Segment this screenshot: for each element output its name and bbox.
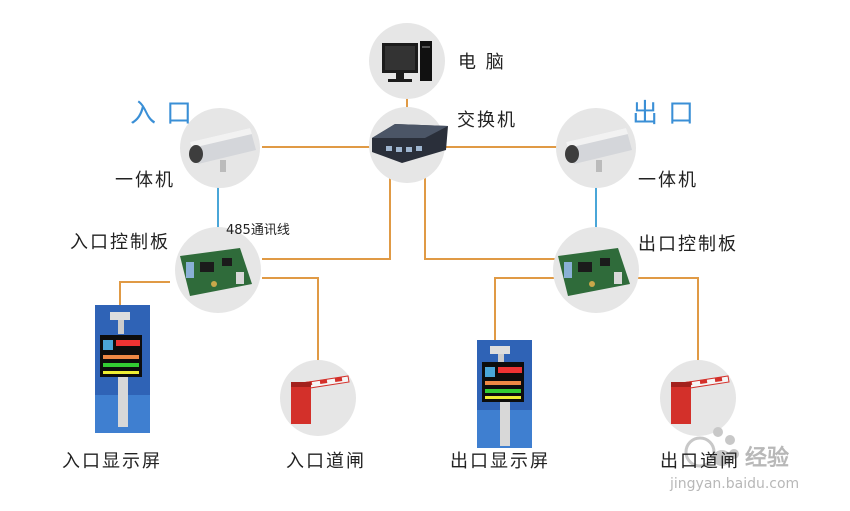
entrance-display-label: 入口显示屏 xyxy=(62,451,162,472)
rs485-label: 485通讯线 xyxy=(226,223,290,238)
camera-left-label: 一体机 xyxy=(115,170,175,191)
camera-right-label: 一体机 xyxy=(638,170,698,191)
entrance-gate-label: 入口道闸 xyxy=(286,451,366,472)
network-switch-icon xyxy=(369,107,448,183)
entrance-board-label: 入口控制板 xyxy=(70,232,170,253)
entrance-title: 入口 xyxy=(130,99,203,129)
control-board-icon xyxy=(553,227,639,313)
cable-exit-board-display xyxy=(494,277,555,345)
computer-label: 电 脑 xyxy=(458,52,506,73)
exit-board-label: 出口控制板 xyxy=(638,234,738,255)
cable-switch-entrance-board xyxy=(262,170,391,260)
control-board-icon xyxy=(175,227,261,313)
watermark-brand: 经验 xyxy=(745,446,790,471)
watermark-url: jingyan.baidu.com xyxy=(670,476,800,492)
cable-entrance-board-display xyxy=(119,281,170,312)
exit-title: 出口 xyxy=(632,99,705,129)
cable-lines xyxy=(119,86,699,368)
display-screen-icon xyxy=(95,305,150,433)
display-screen-icon xyxy=(477,340,532,448)
barrier-gate-icon xyxy=(280,360,356,436)
cable-entrance-board-gate xyxy=(262,277,319,368)
switch-label: 交换机 xyxy=(457,110,517,131)
exit-display-label: 出口显示屏 xyxy=(450,451,550,472)
camera-icon xyxy=(556,108,636,188)
camera-icon xyxy=(180,108,260,188)
cable-switch-exit-board xyxy=(424,170,555,260)
computer-icon xyxy=(369,23,445,99)
exit-gate-label: 出口道闸 xyxy=(660,451,740,472)
cable-exit-board-gate xyxy=(635,277,699,368)
paw-logo-icon xyxy=(684,427,739,468)
barrier-gate-icon xyxy=(660,360,736,436)
